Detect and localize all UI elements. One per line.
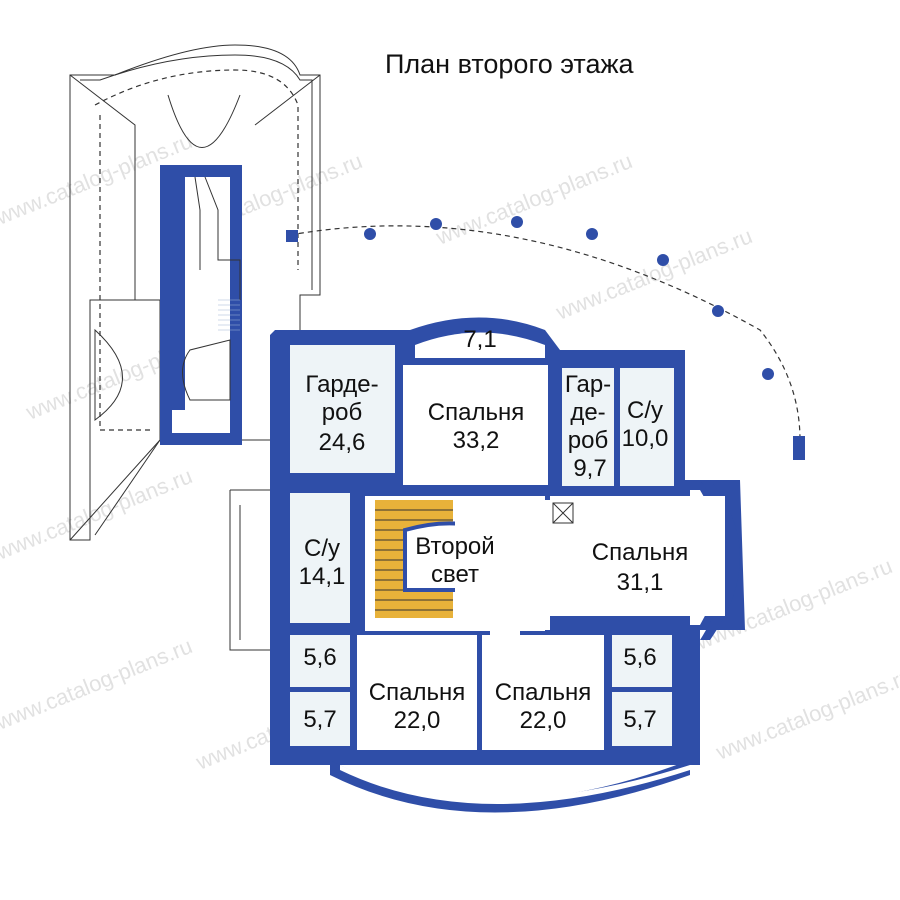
garderob-right-name-3: роб xyxy=(568,427,608,454)
bedroom-bl-name: Спальня xyxy=(369,679,465,706)
garderob-right-area: 9,7 xyxy=(573,455,606,482)
garderob-right-name-1: Гар- xyxy=(565,371,611,398)
watermark-5: www.catalog-plans.ru xyxy=(552,223,756,325)
bath-left-name: С/у xyxy=(304,535,340,562)
bedroom-top-name: Спальня xyxy=(428,399,524,426)
bath-left-area: 14,1 xyxy=(299,563,346,590)
small-br-area: 5,7 xyxy=(623,706,656,733)
bedroom-br-name: Спальня xyxy=(495,679,591,706)
terrace-arc xyxy=(286,216,805,460)
left-roof xyxy=(69,44,321,651)
watermark-3: www.catalog-plans.ru xyxy=(432,148,636,250)
garderob-right-name-2: де- xyxy=(570,399,605,426)
left-shaft xyxy=(160,165,242,445)
balcony-top-area: 7,1 xyxy=(463,326,496,353)
watermark-11: www.catalog-plans.ru xyxy=(712,663,900,765)
bedroom-br-area: 22,0 xyxy=(520,707,567,734)
small-tl-area: 5,6 xyxy=(303,644,336,671)
labels: План второго этажа Гарде- роб 24,6 Спаль… xyxy=(299,49,689,734)
walls xyxy=(270,317,745,813)
bedroom-right-area: 31,1 xyxy=(617,569,664,596)
bedroom-bl-area: 22,0 xyxy=(394,707,441,734)
second-light-name-1: Второй xyxy=(415,533,494,560)
bedroom-top-area: 33,2 xyxy=(453,427,500,454)
bath-top-area: 10,0 xyxy=(622,425,669,452)
second-light-name-2: свет xyxy=(431,561,479,588)
garderob-left-area: 24,6 xyxy=(319,429,366,456)
page-title: План второго этажа xyxy=(385,49,635,79)
watermark-9: www.catalog-plans.ru xyxy=(0,633,196,735)
watermark-6: www.catalog-plans.ru xyxy=(0,463,196,565)
small-bl-area: 5,7 xyxy=(303,706,336,733)
bedroom-right-name: Спальня xyxy=(592,539,688,566)
garderob-left-name-1: Гарде- xyxy=(305,371,378,398)
small-tr-area: 5,6 xyxy=(623,644,656,671)
bath-top-name: С/у xyxy=(627,397,663,424)
garderob-left-name-2: роб xyxy=(322,399,362,426)
